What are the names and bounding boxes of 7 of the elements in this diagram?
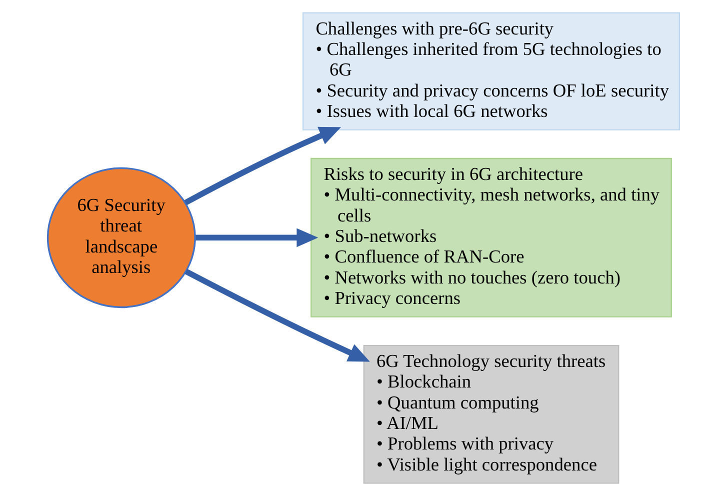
node-circle: 6G Security threat landscape analysis xyxy=(46,167,196,308)
arrow xyxy=(184,126,341,206)
node-box: 6G Technology security threats • Blockchain • Quantum computing • AI/ML • Problems with privacy • Visible light correspondence xyxy=(362,344,619,484)
arrow xyxy=(195,228,318,248)
node-box: Challenges with pre-6G security • Challenges inherited from 5G technologies to 6G • Security and privacy concerns OF loE security • Issues with local 6G networks xyxy=(302,12,680,130)
arrow xyxy=(184,268,370,362)
node-box: Risks to security in 6G architecture • Multi-connectivity, mesh networks, and tiny cells • Sub-networks • Confluence of RAN-Core • Networks with no touches (zero touch) • Privacy concerns xyxy=(310,158,672,318)
